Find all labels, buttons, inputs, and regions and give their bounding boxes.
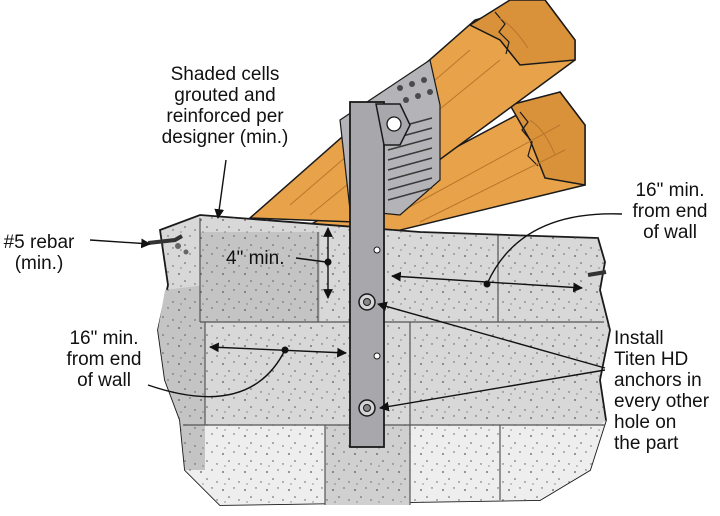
rafter-front-break — [494, 11, 510, 55]
rafter-front-end — [468, 0, 576, 66]
strap-hole-2 — [373, 352, 381, 360]
sixteen-left-label: 16" min. from end of wall — [66, 328, 142, 391]
sixteen-right-label: 16" min. from end of wall — [632, 180, 708, 243]
dimension-dots — [281, 258, 491, 354]
install-anchors-label: Install Titen HD anchors in every other … — [614, 328, 710, 454]
four-min-label: 4" min. — [226, 248, 285, 269]
rebar-label: #5 rebar (min.) — [3, 232, 75, 274]
shaded-cells-leader — [214, 159, 227, 219]
four-min-leader — [295, 257, 327, 263]
rafter-back-break — [519, 111, 539, 167]
plate-holes — [397, 77, 433, 103]
rebar-leader — [89, 238, 151, 249]
rebar — [147, 234, 607, 277]
install-leader-2 — [379, 369, 606, 412]
strap-hole-1 — [373, 246, 381, 254]
sixteen-left-leader — [147, 349, 286, 398]
shaded-cells-label: Shaded cells grouted and reinforced per … — [161, 64, 289, 148]
hold-down-strap — [349, 101, 411, 448]
install-leader-1 — [377, 301, 606, 369]
sixteen-right-leader — [486, 213, 623, 285]
sixteen-left-dim — [209, 342, 347, 358]
mortar-joints — [183, 218, 605, 505]
dimension-lines — [89, 159, 623, 412]
